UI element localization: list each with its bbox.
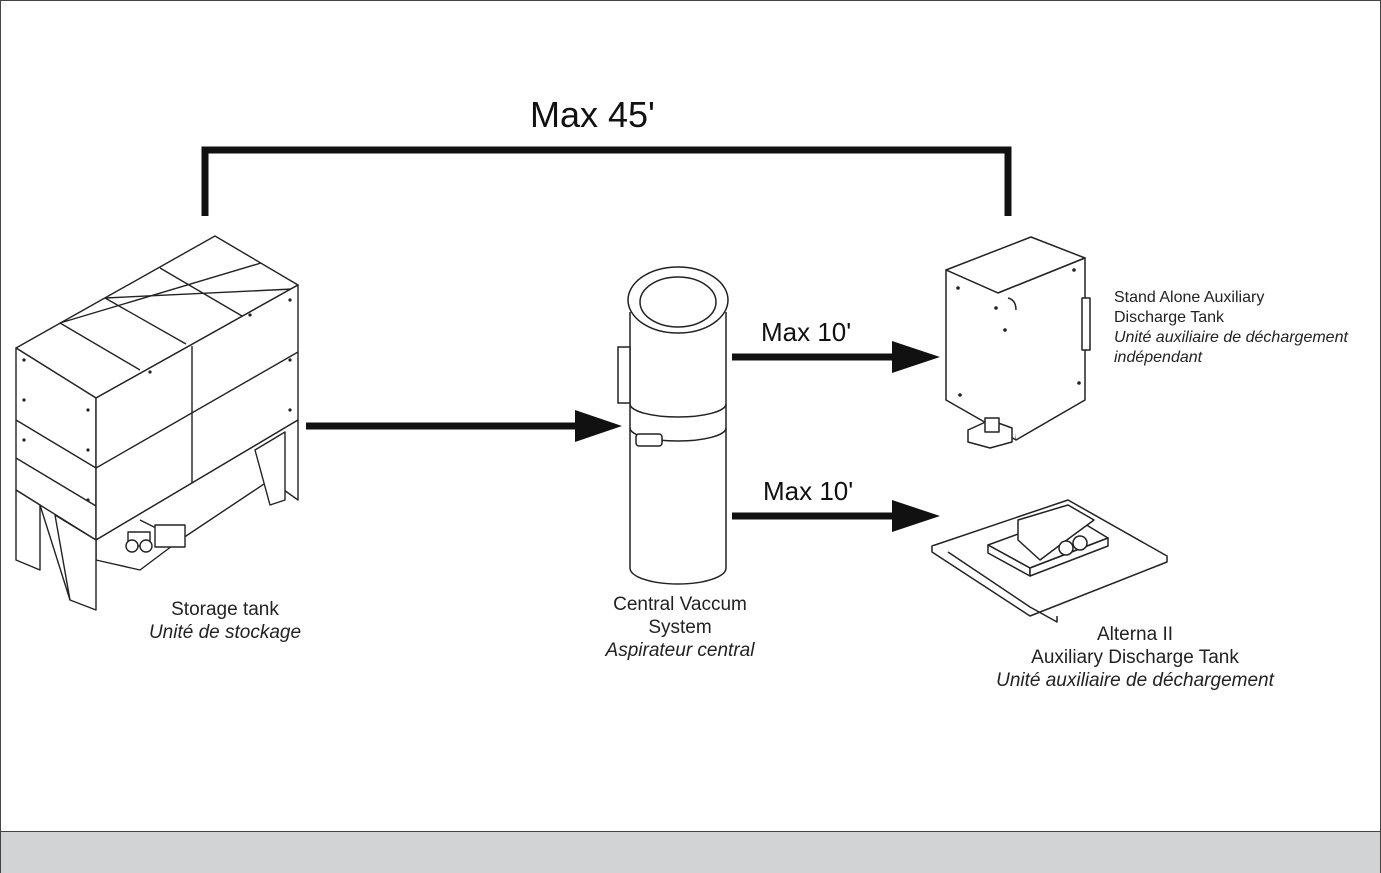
central-vacuum-name-fr: Aspirateur central bbox=[605, 640, 755, 661]
alterna-tank-label: Alterna II Auxiliary Discharge Tank Unit… bbox=[970, 623, 1300, 692]
alterna-tank-name-en-line2: Auxiliary Discharge Tank bbox=[1031, 647, 1239, 668]
standalone-tank-name-fr-line2: indépendant bbox=[1114, 349, 1203, 366]
arrow-storage-to-vacuum bbox=[306, 410, 622, 442]
central-vacuum-illustration bbox=[617, 266, 729, 585]
alterna-tank-name-fr: Unité auxiliaire de déchargement bbox=[996, 670, 1274, 691]
standalone-tank-name-fr-line1: Unité auxiliaire de déchargement bbox=[1114, 329, 1348, 346]
central-vacuum-name-en-line2: System bbox=[648, 617, 712, 638]
standalone-tank-name-en-line1: Stand Alone Auxiliary bbox=[1114, 289, 1265, 306]
footer-band bbox=[1, 831, 1380, 873]
max-10-alterna-label: Max 10' bbox=[763, 476, 854, 506]
arrow-vacuum-to-standalone bbox=[732, 341, 940, 373]
standalone-tank-name-en-line2: Discharge Tank bbox=[1114, 309, 1224, 326]
standalone-tank-label: Stand Alone Auxiliary Discharge Tank Uni… bbox=[1098, 288, 1368, 368]
alterna-tank-illustration bbox=[931, 499, 1168, 623]
standalone-tank-illustration bbox=[945, 236, 1091, 449]
max-10-standalone-label: Max 10' bbox=[761, 317, 852, 347]
storage-tank-label: Storage tank Unité de stockage bbox=[130, 598, 320, 644]
storage-tank-name-en: Storage tank bbox=[171, 599, 279, 620]
arrow-vacuum-to-alterna bbox=[732, 500, 940, 532]
max-45-label: Max 45' bbox=[530, 94, 655, 135]
storage-tank-illustration bbox=[15, 235, 299, 611]
central-vacuum-name-en-line1: Central Vaccum bbox=[613, 594, 747, 615]
storage-tank-name-fr: Unité de stockage bbox=[148, 622, 302, 643]
max-45-bracket bbox=[201, 146, 1012, 216]
central-vacuum-label: Central Vaccum System Aspirateur central bbox=[575, 593, 785, 662]
alterna-tank-name-en-line1: Alterna II bbox=[1096, 624, 1174, 645]
